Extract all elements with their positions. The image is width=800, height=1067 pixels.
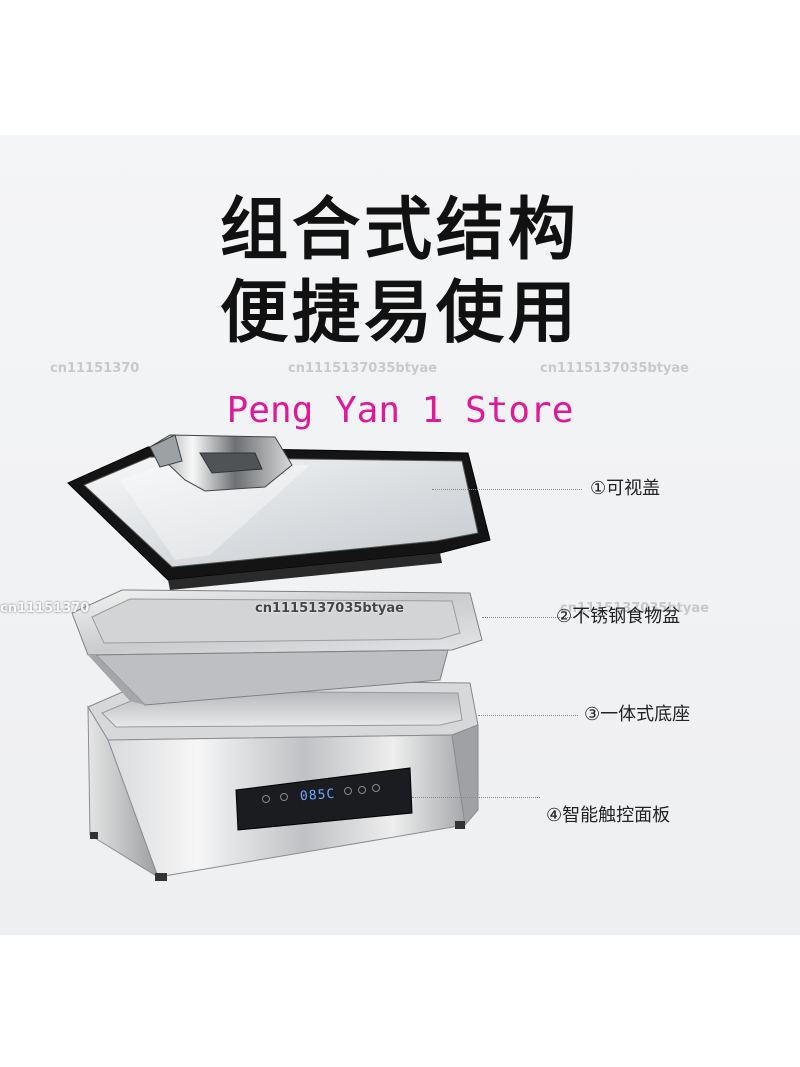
leader-line [478,715,578,716]
leader-line [482,617,572,618]
minus-button-icon [344,787,352,795]
watermark: cn1115137035btyae [288,361,437,376]
watermark: cn1115137035btyae [560,601,709,616]
watermark: cn1115137035btyae [540,361,689,376]
watermark: cn11151370 [0,601,90,616]
callout-base: ③一体式底座 [584,704,691,725]
food-warmer-illustration [67,434,491,881]
leader-line [432,489,582,490]
callout-food-pan: ②不锈钢食物盆 [556,606,681,627]
callout-touch-panel: ④智能触控面板 [546,805,671,826]
headline-line-1: 组合式结构 [219,191,580,270]
leader-line [412,797,540,798]
store-name: Peng Yan 1 Store [226,390,574,431]
watermark: cn11151370 [50,361,140,376]
watermark: cn1115137035btyae [255,601,404,616]
callout-lid: ①可视盖 [590,478,661,499]
power-button-icon [262,795,270,803]
timer-button-icon [372,784,380,792]
plus-button-icon [358,786,366,794]
headline-line-2: 便捷易使用 [219,274,580,353]
mode-button-icon [280,793,288,801]
product-image-panel: 组合式结构 便捷易使用 cn11151370 cn1115137035btyae… [0,135,800,935]
temperature-display: 085C [299,786,336,805]
